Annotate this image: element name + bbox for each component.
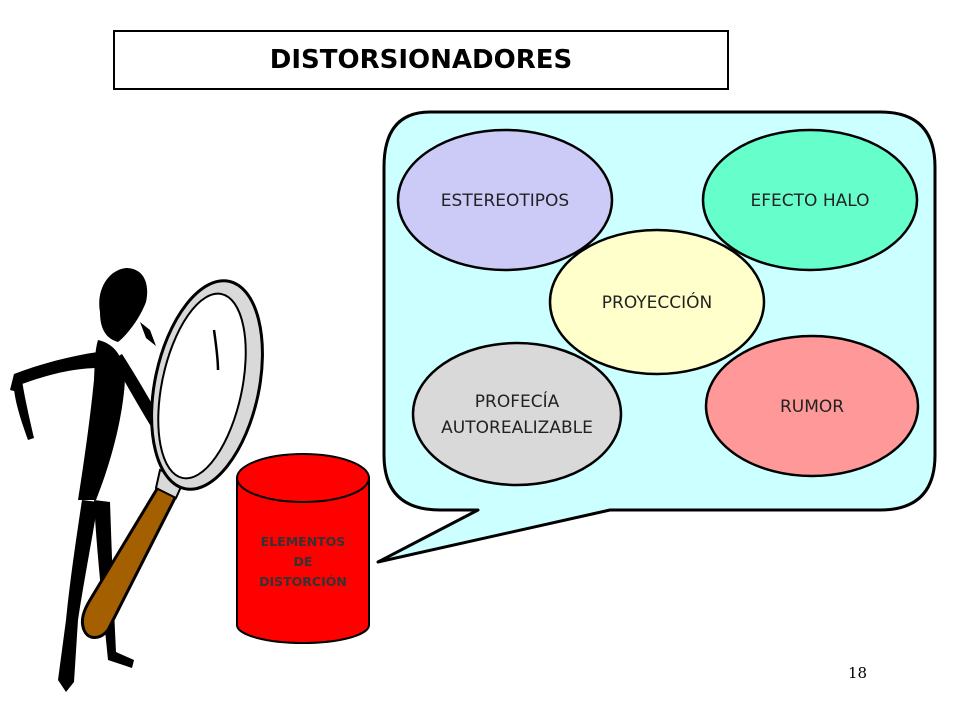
ellipse-profecia-label-line1: PROFECÍA [475, 390, 560, 412]
detective-figure [10, 268, 264, 692]
ellipse-estereotipos-label: ESTEREOTIPOS [441, 191, 569, 211]
figure-head [99, 268, 148, 342]
title-box: DISTORSIONADORES [113, 30, 729, 90]
cylinder-label-line3: DISTORCIÓN [259, 574, 347, 589]
magnifier-lens [157, 292, 247, 480]
figure-torso [78, 340, 125, 500]
figure-arm-back [10, 352, 100, 392]
ellipse-rumor-label: RUMOR [780, 397, 844, 417]
figure-leg-left [58, 500, 98, 692]
cylinder-label-line2: DE [294, 554, 313, 569]
ellipse-rumor: RUMOR [704, 334, 920, 478]
cylinder-label-line1: ELEMENTOS [261, 534, 346, 549]
page-title: DISTORSIONADORES [269, 45, 573, 75]
ellipse-estereotipos: ESTEREOTIPOS [396, 128, 614, 272]
ellipse-proyeccion-label: PROYECCIÓN [602, 291, 713, 313]
magnifier-handle [80, 481, 178, 639]
page-number: 18 [848, 664, 868, 682]
ellipse-efecto-halo: EFECTO HALO [701, 128, 919, 272]
ellipse-efecto-halo-label: EFECTO HALO [751, 191, 870, 211]
figure-leg-right [94, 500, 134, 668]
ellipse-proyeccion: PROYECCIÓN [548, 228, 766, 376]
ellipse-profecia-label-line2: AUTOREALIZABLE [441, 418, 593, 438]
cylinder-elementos-distorcion: ELEMENTOS DE DISTORCIÓN [236, 453, 370, 644]
ellipse-profecia: PROFECÍA AUTOREALIZABLE [411, 341, 623, 487]
